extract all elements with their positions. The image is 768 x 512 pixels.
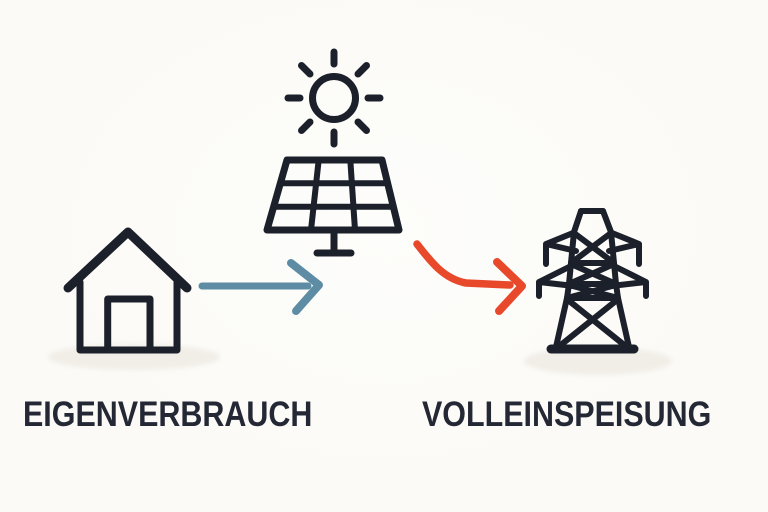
pylon-upper-crossarm-right: [606, 230, 642, 267]
sun-icon: [284, 48, 384, 148]
house-door: [104, 295, 154, 354]
pylon-lower-crossarm-right: [608, 263, 649, 299]
power-pylon-icon: [536, 208, 649, 354]
label-eigenverbrauch: EIGENVERBRAUCH: [23, 395, 313, 434]
feed-in-arrow: [413, 240, 526, 315]
house-icon: [63, 227, 192, 354]
solar-panel-icon: [263, 156, 403, 257]
house-walls: [76, 278, 181, 354]
house-roof: [63, 227, 192, 293]
pylon-upper-crossarm-left: [543, 230, 579, 267]
pylon-lower-crossarm-left: [536, 263, 577, 299]
self-consumption-arrow: [198, 259, 323, 315]
label-volleinspeisung: VOLLEINSPEISUNG: [422, 395, 712, 434]
